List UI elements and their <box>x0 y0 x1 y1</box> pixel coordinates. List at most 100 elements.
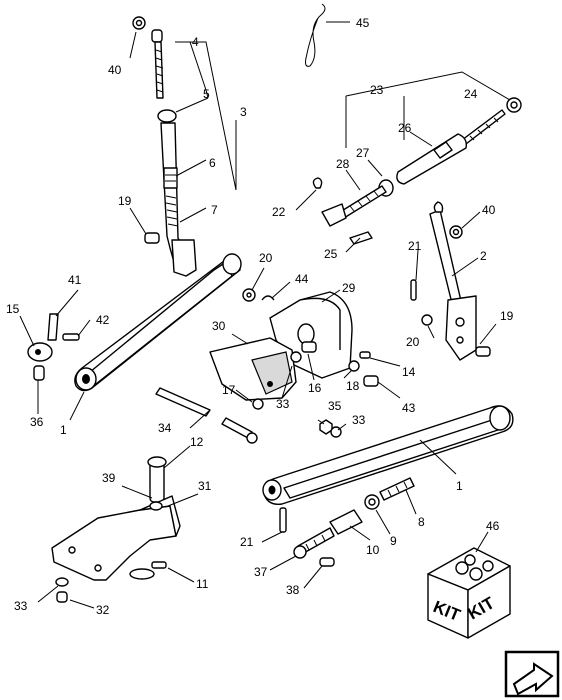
callout-16: 16 <box>308 381 322 395</box>
callout-22: 22 <box>272 205 286 219</box>
brackets <box>209 291 379 410</box>
pin-21-bottom <box>279 507 287 533</box>
pin-14 <box>359 351 371 359</box>
callout-21-top: 21 <box>408 239 422 253</box>
ball-22 <box>312 177 323 189</box>
callout-15: 15 <box>6 302 20 316</box>
callout-30: 30 <box>212 319 226 333</box>
callout-3: 3 <box>240 105 247 119</box>
bolt-32 <box>56 591 68 603</box>
callout-37: 37 <box>254 565 268 579</box>
callout-35: 35 <box>328 399 342 413</box>
washer-18 <box>348 360 360 372</box>
bolt-head <box>151 29 163 43</box>
callout-33-mid: 33 <box>276 397 290 411</box>
pin-42 <box>62 333 80 341</box>
kit-box: KIT KIT <box>427 547 511 639</box>
pin-38 <box>319 557 335 567</box>
clip-11 <box>129 568 155 580</box>
callout-26: 26 <box>398 121 412 135</box>
nut-5 <box>157 109 177 123</box>
threaded-bolt <box>154 41 164 99</box>
callout-17: 17 <box>222 383 236 397</box>
lower-link-left <box>74 253 275 392</box>
check-chain-assembly <box>279 477 415 567</box>
callout-45: 45 <box>356 16 370 30</box>
pin-21-top <box>410 279 417 301</box>
callout-34: 34 <box>158 421 172 435</box>
adjustable-lift-rod <box>132 16 197 277</box>
lift-rod-right <box>410 201 491 361</box>
callout-33-right: 33 <box>352 413 366 427</box>
callout-5: 5 <box>203 87 210 101</box>
bolt-19-left <box>144 232 160 244</box>
rod-clevis <box>171 239 197 277</box>
callout-2: 2 <box>480 249 487 263</box>
ball-end-assembly <box>27 313 80 381</box>
callout-40-right: 40 <box>482 203 496 217</box>
callout-32: 32 <box>96 603 110 617</box>
bolt-36 <box>33 365 45 381</box>
callout-24: 24 <box>464 87 478 101</box>
callout-27: 27 <box>356 146 370 160</box>
top-link-left-thread <box>339 185 387 219</box>
lift-rod-right-clevis <box>445 295 477 361</box>
callout-28: 28 <box>336 157 350 171</box>
callout-19-left: 19 <box>118 194 132 208</box>
callout-39: 39 <box>102 471 116 485</box>
leader-lines <box>19 21 511 609</box>
callout-38: 38 <box>286 583 300 597</box>
callout-labels: 4 40 5 3 6 7 19 20 44 41 42 15 36 1 29 3… <box>6 16 514 617</box>
drawbar-plate <box>51 505 177 581</box>
stabiliser-link-34 <box>155 387 258 444</box>
top-link-tube <box>396 133 468 185</box>
callout-1-left: 1 <box>60 423 67 437</box>
callout-33-bottom: 33 <box>14 599 28 613</box>
callout-36: 36 <box>30 415 44 429</box>
callout-9: 9 <box>390 534 397 548</box>
callout-42: 42 <box>96 313 110 327</box>
lower-link-right-end <box>489 405 511 431</box>
spring-clip-45 <box>305 3 326 67</box>
callout-7: 7 <box>211 203 218 217</box>
callout-1-right: 1 <box>456 479 463 493</box>
washer-33-mid <box>290 351 302 363</box>
washer-17 <box>252 398 264 410</box>
bolt-19-right <box>475 346 491 357</box>
bolt-16 <box>301 341 317 353</box>
callout-25: 25 <box>324 247 338 261</box>
rod-collar <box>163 167 178 189</box>
callout-43: 43 <box>402 401 416 415</box>
callout-46: 46 <box>486 519 500 533</box>
callout-18: 18 <box>346 379 360 393</box>
turnbuckle-10 <box>329 509 363 535</box>
callout-41: 41 <box>68 273 82 287</box>
callout-4: 4 <box>192 35 199 49</box>
top-link-right-thread <box>461 109 506 145</box>
callout-11: 11 <box>196 577 209 591</box>
callout-20-right: 20 <box>406 335 420 349</box>
kit-box-right-face <box>467 565 511 639</box>
callout-6: 6 <box>209 156 216 170</box>
chain-link-37 <box>293 545 307 559</box>
lower-link-left-end <box>222 253 242 275</box>
drawbar-assembly <box>51 456 181 603</box>
callout-20-left: 20 <box>259 251 273 265</box>
washer-33-bottom <box>55 577 69 587</box>
callout-14: 14 <box>402 365 416 379</box>
pin-41 <box>47 313 59 341</box>
callout-31: 31 <box>198 479 212 493</box>
callout-21-bottom: 21 <box>240 535 254 549</box>
callout-40-top: 40 <box>108 63 122 77</box>
callout-8: 8 <box>418 515 425 529</box>
top-link-left-end <box>321 203 347 227</box>
callout-29: 29 <box>342 281 356 295</box>
callout-44: 44 <box>295 272 309 286</box>
callout-12: 12 <box>190 435 204 449</box>
next-page-arrow-icon[interactable] <box>504 650 560 698</box>
callout-10: 10 <box>366 543 380 557</box>
washer-20-right <box>421 314 433 326</box>
top-link-assembly <box>312 97 522 245</box>
callout-23: 23 <box>370 83 384 97</box>
